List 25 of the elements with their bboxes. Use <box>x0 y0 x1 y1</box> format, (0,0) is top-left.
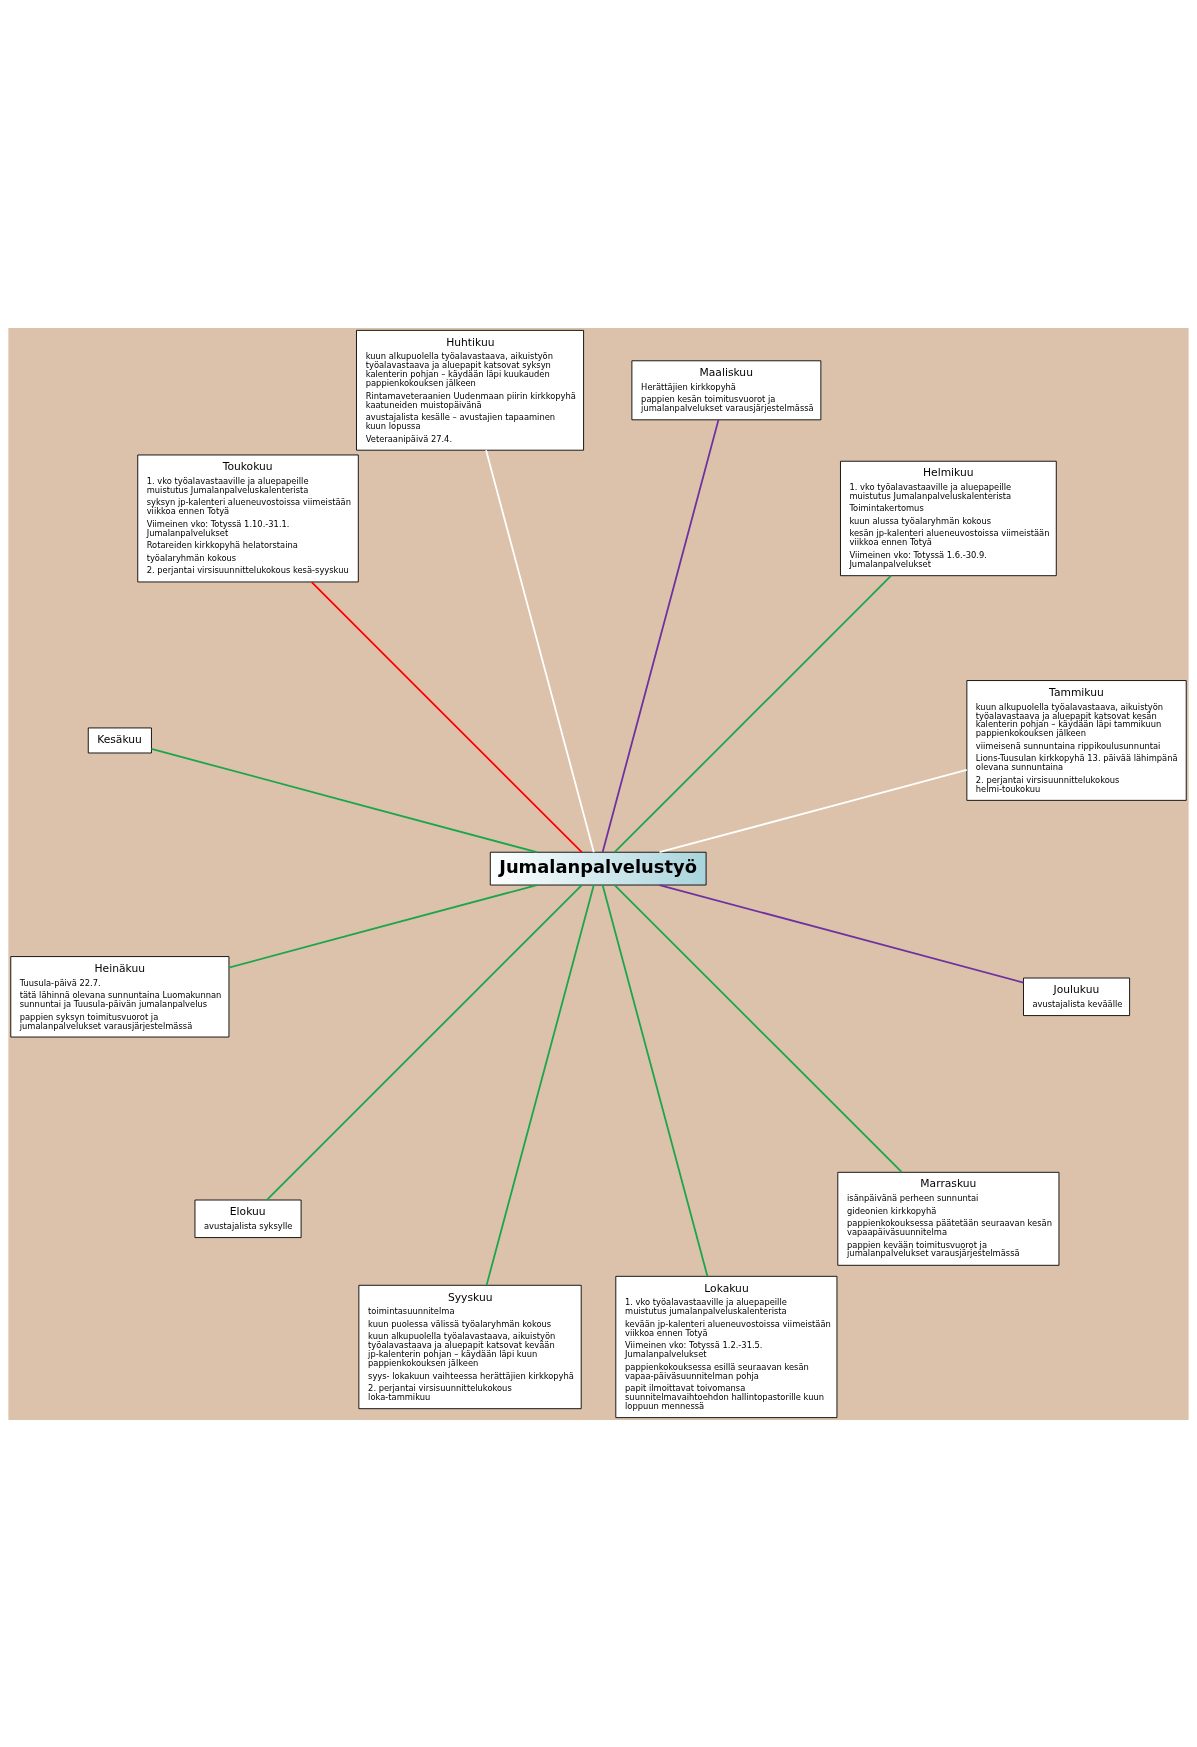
node-box: Toukokuu 1. vko työalavastaaville ja aluepapeille muistutus Jumalanpalveluskalenterista syksyn jp-kalenteri alueneuvostoissa viimeistään viikkoa ennen Totyä Viimeinen vko: Totyssä 1.10.-31.1. Jumalanpalvelukset Rotareiden kirkkopyhä helatorstaina työalaryhmän kokous 2. perjantai virsisuunnittelukokous kesä-syyskuu <box>137 454 359 582</box>
node-box: Kesäkuu <box>87 727 152 753</box>
connector <box>613 574 893 853</box>
node-box: Joulukuu avustajalista keväälle <box>1023 977 1131 1016</box>
node-box: Marraskuu isänpäivänä perheen sunnuntai gideonien kirkkopyhä pappienkokouksessa päätetään seuraavan kesän vapaapäiväsuunnitelma pappien kevään toimitusvuorot ja jumalanpalvelukset varausjärjestelmässä <box>837 1171 1060 1266</box>
connector <box>613 883 903 1173</box>
node-box: Helmikuu 1. vko työalavastaaville ja aluepapeille muistutus Jumalanpalveluskalenterista Toimintakertomus kuun alussa työalaryhmän kokous kesän jp-kalenteri alueneuvostoissa viimeistään viikkoa ennen Totyä Viimeinen vko: Totyssä 1.6.-30.9. Jumalanpalvelukset <box>840 460 1057 576</box>
node-box: Syyskuu toimintasuunnitelma kuun puolessa välissä työalaryhmän kokous kuun alkupuolella työalavastaava, aikuistyön työalavastaava ja aluepapit katsovat kevään jp-kalenterin pohjan – käydään läpi kuun pappienkokouksen jälkeen syys- lokakuun vaihteessa herättäjien kirkkopyhä 2. perjantai virsisuunnittelukokous loka-tammikuu <box>358 1284 582 1409</box>
connector <box>485 448 595 853</box>
connector <box>228 883 538 968</box>
connector <box>310 580 583 853</box>
connector <box>150 747 538 853</box>
connector <box>266 883 583 1201</box>
node-box: Tammikuu kuun alkupuolella työalavastaava, aikuistyön työalavastaava ja aluepapit katsovat kesän kalenterin pohjan – käydään läpi tammikuun pappienkokouksen jälkeen viimeisenä sunnuntaina rippikoulusunnuntai Lions-Tuusulan kirkkopyhä 13. päivää lähimpänä olevana sunnuntaina 2. perjantai virsisuunnittelukokous helmi-toukokuu <box>966 679 1187 801</box>
connector <box>658 883 1025 983</box>
connector <box>658 768 968 853</box>
node-box: Jumalanpalvelustyö <box>489 851 707 885</box>
node-box: Huhtikuu kuun alkupuolella työalavastaava, aikuistyön työalavastaava ja aluepapit katsovat syksyn kalenterin pohjan – käydään läpi kuukauden pappienkokouksen jälkeen Rintamaveteraanien Uudenmaan piirin kirkkopyhä kaatuneiden muistopäivänä avustajalista kesälle – avustajien tapaaminen kuun lopussa Veteraanipäivä 27.4. <box>356 329 585 451</box>
node-box: Maaliskuu Herättäjien kirkkopyhä pappien kesän toimitusvuorot ja jumalanpalvelukset varausjärjestelmässä <box>631 359 822 420</box>
node-box: Elokuu avustajalista syksylle <box>194 1199 302 1238</box>
node-box: Heinäkuu Tuusula-päivä 22.7. tätä lähinnä olevana sunnuntaina Luomakunnan sunnuntai ja Tuusula-päivän jumalanpalvelus pappien syksyn toimitusvuorot ja jumalanpalvelukset varausjärjestelmässä <box>10 955 230 1037</box>
node-box: Lokakuu 1. vko työalavastaaville ja aluepapeille muistutus jumalanpalveluskalenterista kevään jp-kalenteri alueneuvostoissa viimeistään viikkoa ennen Totyä Viimeinen vko: Totyssä 1.2.-31.5. Jumalanpalvelukset pappienkokouksessa esillä seuraavan kesän vapaa-päiväsuunnitelman pohja papit ilmoittavat toivomansa suunnitelmavaihtoehdon hallintopastorille kuun loppuun mennessä <box>615 1275 838 1418</box>
connector <box>601 883 709 1277</box>
connector <box>601 418 720 853</box>
connector <box>485 883 595 1286</box>
